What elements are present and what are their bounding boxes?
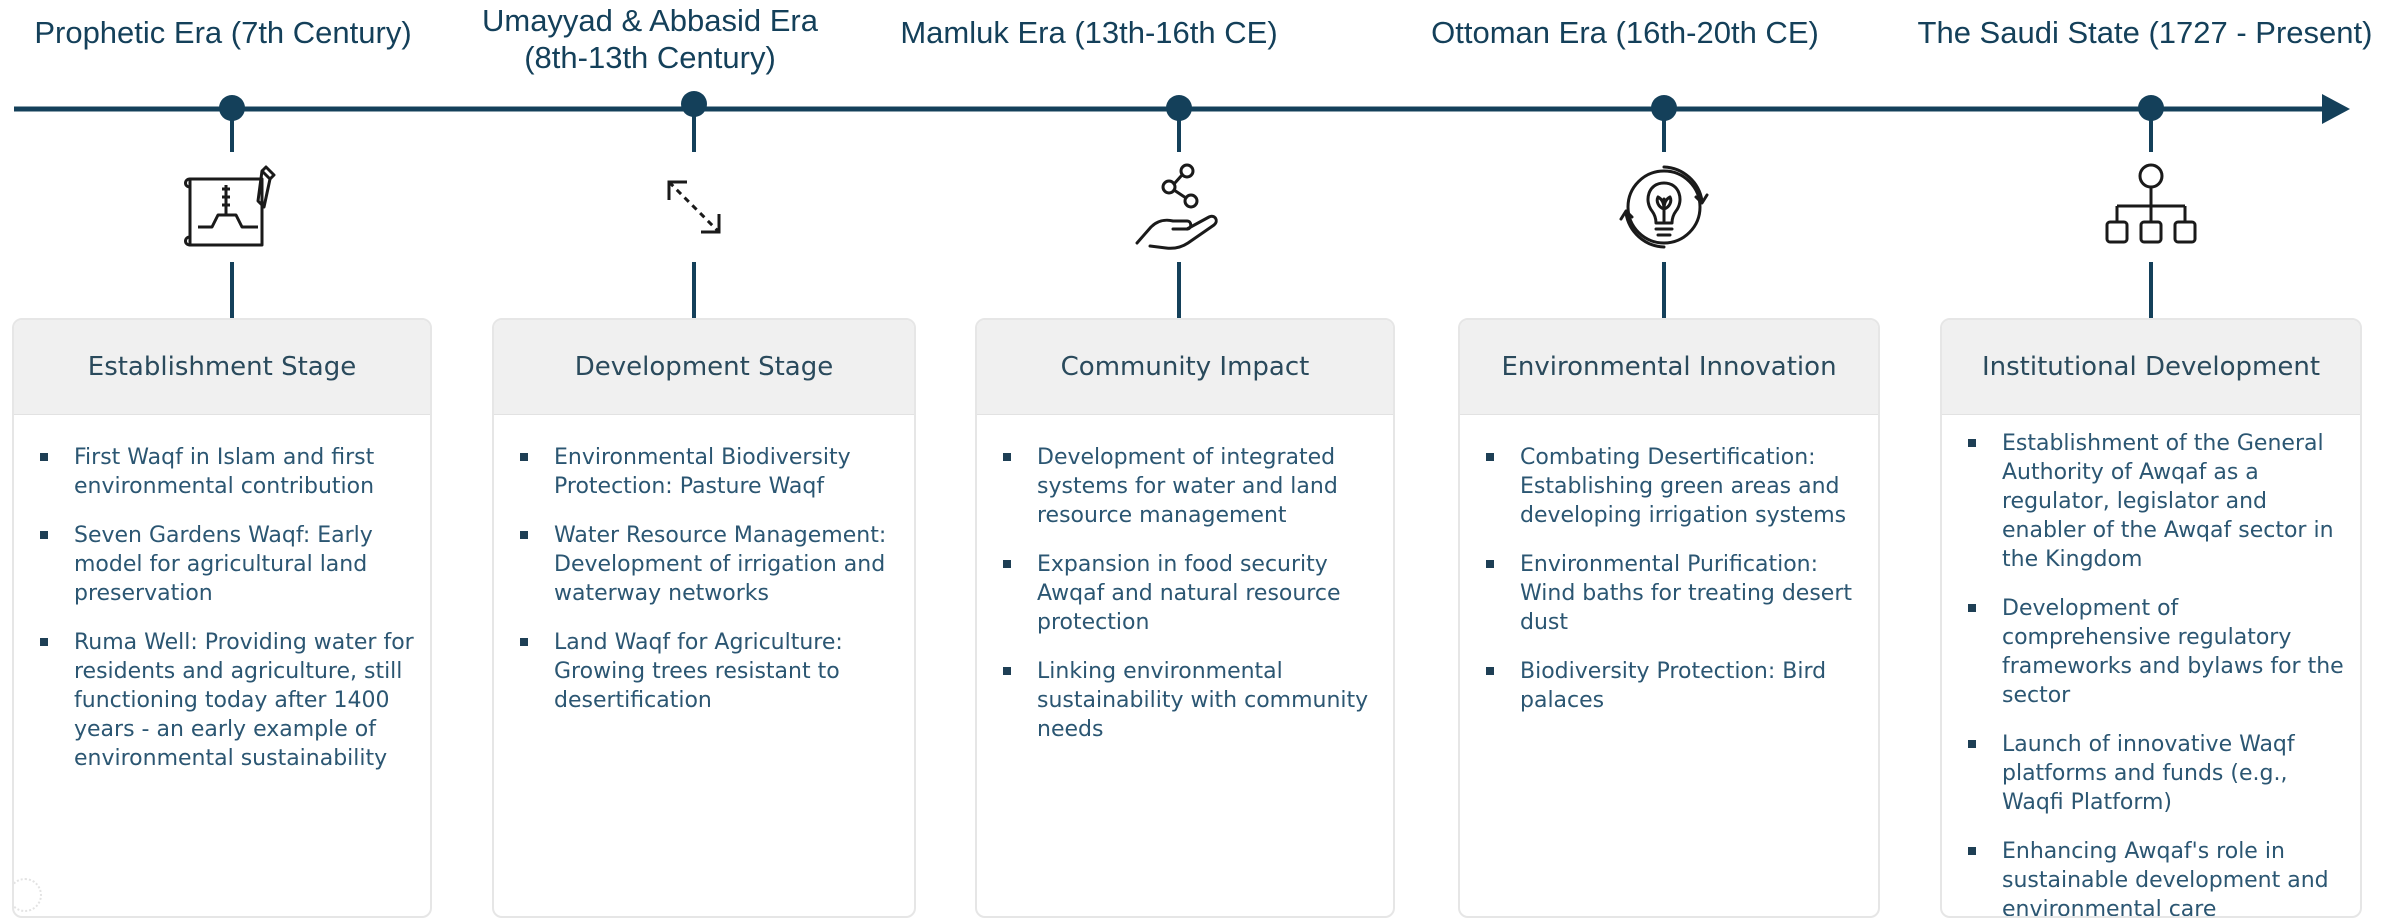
icon-slot-1 bbox=[177, 152, 287, 262]
stage-card-3: Community Impact Development of integrat… bbox=[975, 318, 1395, 918]
era-title-3: Mamluk Era (13th-16th CE) bbox=[894, 14, 1284, 51]
stage-card-5: Institutional Development Establishment … bbox=[1940, 318, 2362, 918]
list-item: Land Waqf for Agriculture: Growing trees… bbox=[520, 628, 902, 715]
watermark-stamp bbox=[14, 878, 42, 912]
timeline-dot-1 bbox=[219, 95, 245, 121]
icon-slot-3 bbox=[1124, 152, 1234, 262]
era-title-2: Umayyad & Abbasid Era (8th-13th Century) bbox=[470, 2, 830, 76]
timeline-dot-3 bbox=[1166, 95, 1192, 121]
era-title-1: Prophetic Era (7th Century) bbox=[28, 14, 418, 51]
era-title-4-text: Ottoman Era (16th-20th CE) bbox=[1431, 15, 1819, 50]
era-title-5: The Saudi State (1727 - Present) bbox=[1905, 14, 2385, 51]
list-item: First Waqf in Islam and first environmen… bbox=[40, 443, 418, 501]
hand-share-icon bbox=[1135, 163, 1218, 250]
timeline-arrowhead bbox=[2322, 94, 2350, 124]
era-title-1-text: Prophetic Era (7th Century) bbox=[34, 15, 412, 50]
card-list-2: Environmental Biodiversity Protection: P… bbox=[494, 415, 914, 715]
era-title-4: Ottoman Era (16th-20th CE) bbox=[1425, 14, 1825, 51]
timeline-dot-5 bbox=[2138, 95, 2164, 121]
timeline-dot-2 bbox=[681, 91, 707, 117]
icon-slot-5 bbox=[2096, 152, 2206, 262]
era-title-2-line1: Umayyad & Abbasid Era bbox=[481, 3, 818, 38]
era-title-3-text: Mamluk Era (13th-16th CE) bbox=[900, 15, 1278, 50]
list-item: Environmental Biodiversity Protection: P… bbox=[520, 443, 902, 501]
timeline-dot-4 bbox=[1651, 95, 1677, 121]
card-header-2: Development Stage bbox=[494, 320, 914, 415]
icon-slot-4 bbox=[1609, 152, 1719, 262]
card-header-5: Institutional Development bbox=[1942, 320, 2360, 415]
blueprint-icon bbox=[184, 165, 276, 247]
list-item: Combating Desertification: Establishing … bbox=[1486, 443, 1866, 530]
list-item: Launch of innovative Waqf platforms and … bbox=[1968, 730, 2348, 817]
eco-bulb-cycle-icon bbox=[1619, 165, 1709, 249]
list-item: Establishment of the General Authority o… bbox=[1968, 429, 2348, 574]
list-item: Development of comprehensive regulatory … bbox=[1968, 594, 2348, 710]
list-item: Ruma Well: Providing water for residents… bbox=[40, 628, 418, 773]
resize-arrows-icon bbox=[667, 180, 721, 234]
card-header-4: Environmental Innovation bbox=[1460, 320, 1878, 415]
era-title-5-text: The Saudi State (1727 - Present) bbox=[1917, 15, 2373, 50]
list-item: Biodiversity Protection: Bird palaces bbox=[1486, 657, 1866, 715]
card-list-3: Development of integrated systems for wa… bbox=[977, 415, 1393, 744]
list-item: Enhancing Awqaf's role in sustainable de… bbox=[1968, 837, 2348, 916]
card-list-4: Combating Desertification: Establishing … bbox=[1460, 415, 1878, 715]
card-header-1: Establishment Stage bbox=[14, 320, 430, 415]
list-item: Development of integrated systems for wa… bbox=[1003, 443, 1381, 530]
card-list-1: First Waqf in Islam and first environmen… bbox=[14, 415, 430, 773]
card-header-3: Community Impact bbox=[977, 320, 1393, 415]
card-list-5: Establishment of the General Authority o… bbox=[1942, 415, 2360, 916]
stage-card-4: Environmental Innovation Combating Deser… bbox=[1458, 318, 1880, 918]
stage-card-2: Development Stage Environmental Biodiver… bbox=[492, 318, 916, 918]
list-item: Seven Gardens Waqf: Early model for agri… bbox=[40, 521, 418, 608]
org-chart-icon bbox=[2105, 163, 2197, 244]
list-item: Water Resource Management: Development o… bbox=[520, 521, 902, 608]
list-item: Expansion in food security Awqaf and nat… bbox=[1003, 550, 1381, 637]
list-item: Environmental Purification: Wind baths f… bbox=[1486, 550, 1866, 637]
list-item: Linking environmental sustainability wit… bbox=[1003, 657, 1381, 744]
icon-slot-2 bbox=[639, 152, 749, 262]
era-title-2-line2: (8th-13th Century) bbox=[524, 40, 776, 75]
stage-card-1: Establishment Stage First Waqf in Islam … bbox=[12, 318, 432, 918]
